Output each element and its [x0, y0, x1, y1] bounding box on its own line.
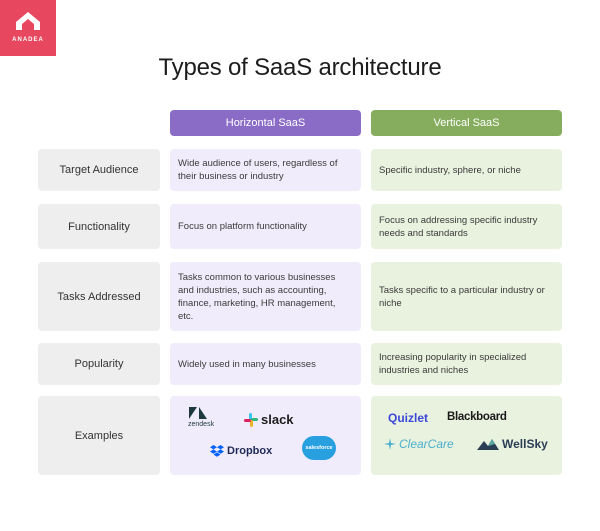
cell-vertical-popularity: Increasing popularity in specialized ind… [371, 343, 562, 385]
zendesk-icon [189, 407, 207, 419]
mountain-icon [477, 439, 499, 450]
row-label-popularity: Popularity [38, 343, 160, 385]
cell-text: Widely used in many businesses [178, 358, 316, 370]
wellsky-logo: WellSky [477, 437, 548, 451]
cell-text: Wide audience of users, regardless of th… [178, 158, 338, 182]
clearcare-logo: ClearCare [384, 437, 454, 451]
cell-horizontal-target-audience: Wide audience of users, regardless of th… [170, 149, 361, 191]
page-title: Types of SaaS architecture [158, 54, 442, 81]
row-label-functionality: Functionality [38, 204, 160, 249]
cell-horizontal-tasks-addressed: Tasks common to various businesses and i… [170, 262, 361, 331]
cell-text: Focus on platform functionality [178, 221, 307, 232]
row-label-target-audience: Target Audience [38, 149, 160, 191]
cell-vertical-functionality: Focus on addressing specific industry ne… [371, 204, 562, 249]
cell-vertical-tasks-addressed: Tasks specific to a particular industry … [371, 262, 562, 331]
slack-icon [244, 412, 258, 427]
clearcare-wordmark: ClearCare [399, 437, 454, 451]
cell-vertical-examples [371, 396, 562, 475]
blackboard-wordmark: Blackboard [447, 411, 507, 423]
quizlet-wordmark: Quizlet [388, 411, 429, 425]
row-label-examples: Examples [38, 396, 160, 475]
wellsky-wordmark: WellSky [502, 437, 548, 451]
slack-logo: slack [244, 412, 294, 427]
cell-horizontal-functionality: Focus on platform functionality [170, 204, 361, 249]
quizlet-logo: Quizlet [388, 411, 428, 425]
sparkle-icon [384, 438, 396, 450]
header-vertical-saas: Vertical SaaS [371, 110, 562, 136]
slack-wordmark: slack [261, 412, 294, 427]
anadea-logo: ANADEA [0, 0, 56, 56]
cell-vertical-target-audience: Specific industry, sphere, or niche [371, 149, 562, 191]
zendesk-logo: zendesk [188, 406, 214, 428]
dropbox-logo: Dropbox [210, 445, 272, 457]
cell-horizontal-examples [170, 396, 361, 475]
dropbox-wordmark: Dropbox [227, 445, 273, 457]
salesforce-logo: salesforce [302, 436, 336, 460]
logo-text: ANADEA [12, 37, 44, 43]
cell-horizontal-popularity: Widely used in many businesses [170, 343, 361, 385]
cell-text: Specific industry, sphere, or niche [379, 164, 521, 176]
dropbox-icon [210, 445, 224, 457]
header-horizontal-saas: Horizontal SaaS [170, 110, 361, 136]
zendesk-wordmark: zendesk [188, 421, 215, 428]
cell-text: Increasing popularity in specialized ind… [379, 352, 527, 376]
cell-text: Tasks specific to a particular industry … [379, 284, 545, 309]
salesforce-wordmark: salesforce [305, 445, 333, 451]
cell-text: Tasks common to various businesses and i… [178, 271, 336, 322]
blackboard-logo: Blackboard [447, 411, 507, 423]
row-label-tasks-addressed: Tasks Addressed [38, 262, 160, 331]
house-icon [16, 12, 40, 30]
cell-text: Focus on addressing specific industry ne… [379, 214, 538, 239]
